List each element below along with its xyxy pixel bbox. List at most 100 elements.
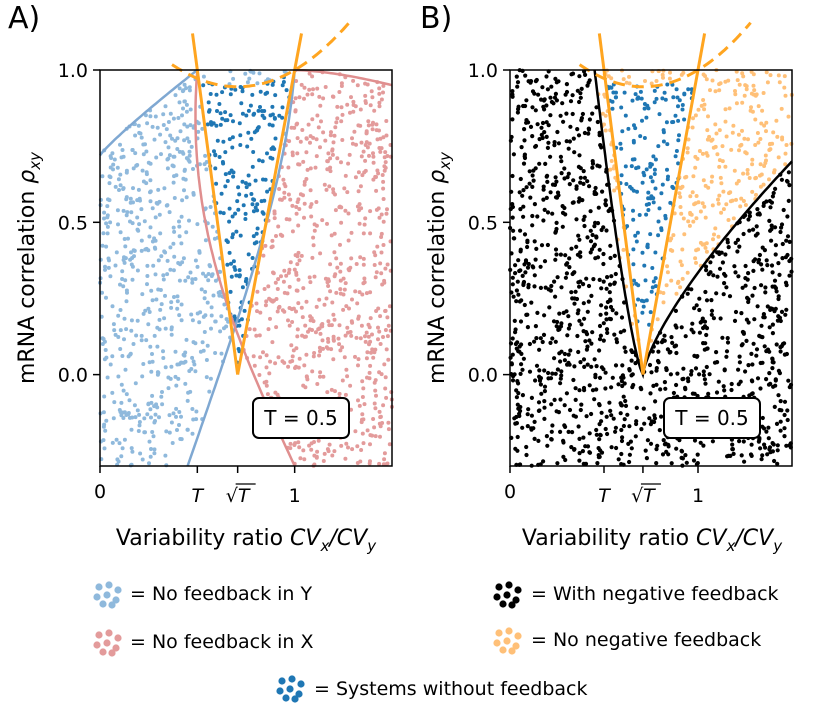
scatter-point (282, 195, 287, 200)
scatter-point (108, 165, 113, 170)
scatter-point (662, 333, 667, 338)
scatter-point (585, 309, 590, 314)
scatter-point (259, 109, 264, 113)
scatter-point (624, 182, 629, 186)
scatter-point (163, 104, 168, 109)
scatter-point (605, 299, 611, 305)
scatter-point (124, 213, 129, 218)
scatter-point (245, 144, 250, 149)
scatter-point (619, 375, 624, 380)
scatter-point (385, 207, 389, 212)
scatter-point (521, 204, 526, 209)
scatter-point (639, 387, 644, 392)
scatter-point (737, 148, 741, 153)
legend-marker-no-feedback-y (93, 581, 122, 609)
scatter-point (118, 172, 123, 177)
scatter-point (545, 242, 551, 248)
scatter-point (632, 278, 636, 283)
scatter-point (209, 326, 213, 331)
scatter-point (651, 200, 656, 205)
scatter-point (654, 96, 659, 101)
scatter-point (134, 333, 139, 338)
scatter-point (597, 454, 602, 459)
scatter-point (371, 417, 376, 421)
scatter-point (561, 440, 566, 445)
scatter-point (260, 210, 265, 215)
scatter-point (177, 100, 182, 105)
scatter-point (536, 92, 541, 97)
scatter-point (131, 342, 136, 346)
scatter-point (121, 208, 126, 213)
scatter-point (696, 107, 701, 112)
scatter-point (312, 274, 317, 279)
scatter-point (685, 150, 690, 155)
scatter-point (150, 206, 155, 211)
scatter-point (743, 283, 748, 288)
scatter-point (342, 186, 347, 191)
scatter-point (349, 230, 354, 235)
scatter-point (741, 231, 746, 237)
scatter-point (135, 163, 140, 167)
scatter-point (674, 149, 679, 153)
scatter-point (581, 357, 587, 362)
scatter-point (116, 335, 121, 339)
scatter-point (179, 214, 184, 219)
scatter-point (261, 177, 265, 182)
scatter-point (384, 133, 389, 138)
scatter-point (591, 244, 597, 249)
scatter-point (361, 441, 366, 446)
scatter-point (652, 172, 657, 176)
scatter-point (368, 316, 373, 321)
scatter-point (785, 234, 791, 239)
scatter-point (767, 325, 772, 330)
scatter-point (295, 151, 300, 156)
scatter-point (187, 85, 192, 90)
scatter-point (748, 452, 754, 457)
scatter-point (678, 195, 683, 199)
scatter-point (329, 233, 334, 238)
scatter-point (725, 340, 731, 345)
scatter-point (576, 424, 581, 429)
scatter-point (735, 78, 740, 83)
scatter-point (619, 379, 625, 384)
scatter-point (227, 171, 232, 175)
scatter-point (603, 198, 608, 203)
scatter-point (578, 166, 583, 171)
scatter-point (296, 162, 301, 167)
scatter-point (549, 84, 554, 89)
scatter-point (186, 275, 191, 280)
scatter-point (603, 128, 608, 133)
scatter-point (566, 314, 571, 319)
scatter-point (584, 276, 589, 281)
scatter-point (539, 97, 544, 102)
scatter-point (567, 322, 573, 327)
scatter-point (169, 300, 174, 305)
scatter-point (686, 87, 691, 92)
scatter-point (627, 74, 631, 79)
legend-marker-no-negative-feedback (493, 627, 522, 655)
legend-dot (105, 629, 113, 637)
scatter-point (309, 316, 314, 321)
scatter-point (710, 174, 715, 179)
scatter-point (663, 441, 668, 446)
scatter-point (597, 348, 602, 353)
scatter-point (520, 425, 525, 430)
scatter-point (167, 210, 172, 215)
scatter-point (743, 276, 748, 281)
scatter-point (590, 232, 595, 238)
scatter-point (609, 274, 614, 279)
scatter-point (379, 235, 384, 239)
scatter-point (355, 444, 360, 449)
scatter-point (738, 204, 743, 209)
scatter-point (709, 179, 714, 184)
scatter-point (528, 80, 533, 85)
scatter-point (588, 228, 593, 233)
scatter-point (350, 141, 355, 146)
scatter-point (785, 214, 790, 219)
scatter-point (171, 268, 176, 273)
scatter-point (107, 174, 112, 179)
scatter-point (121, 416, 126, 420)
scatter-point (132, 403, 137, 408)
scatter-point (510, 173, 515, 179)
scatter-point (373, 347, 378, 352)
